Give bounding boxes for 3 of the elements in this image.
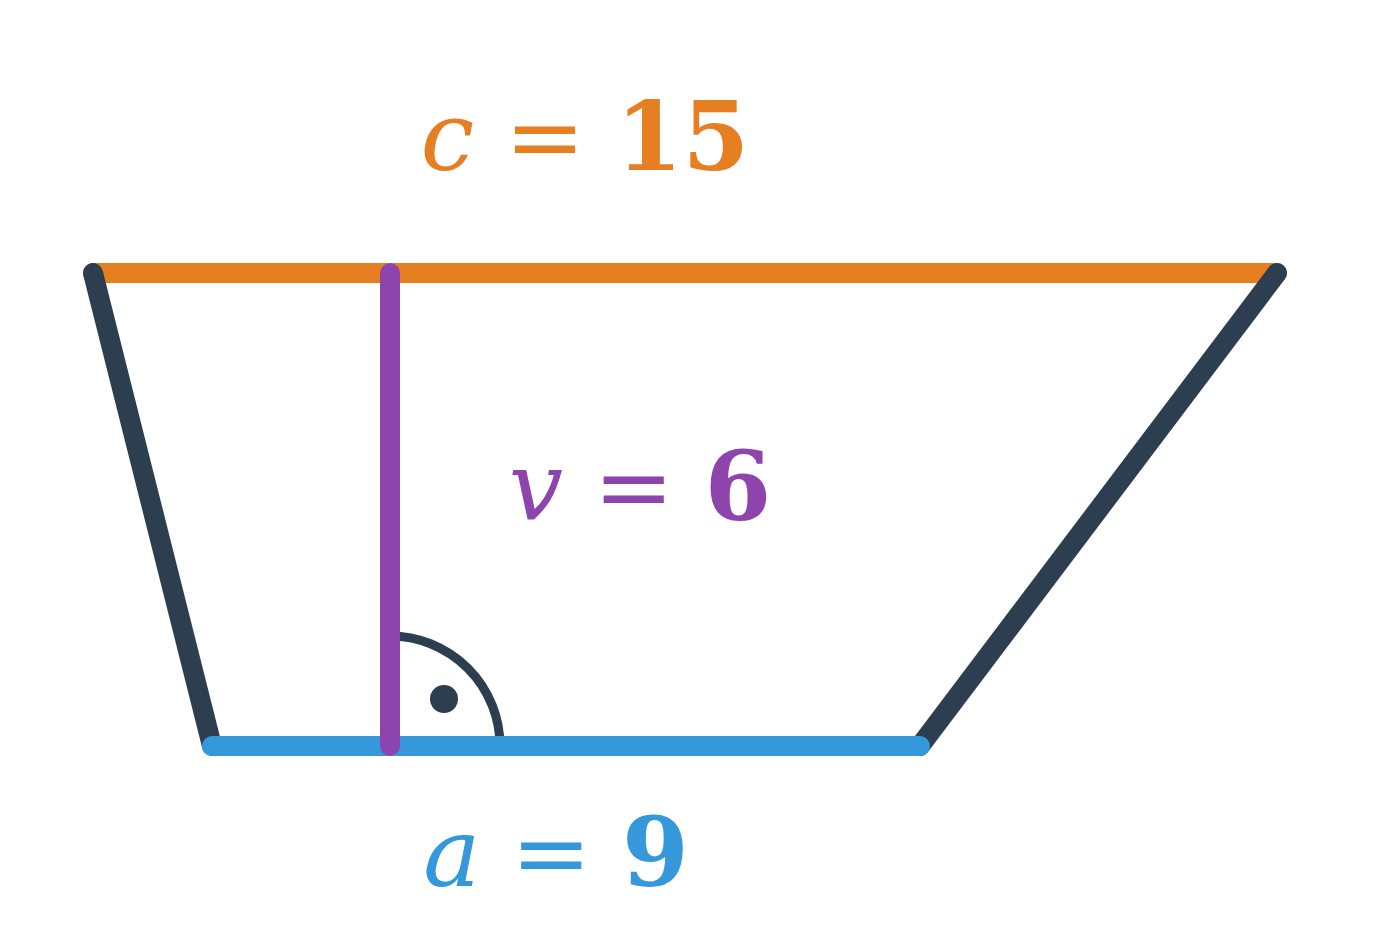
measure-label: c = 15 <box>420 89 750 185</box>
measure-label: v = 6 <box>508 439 772 535</box>
measure-label: a = 9 <box>423 805 689 901</box>
